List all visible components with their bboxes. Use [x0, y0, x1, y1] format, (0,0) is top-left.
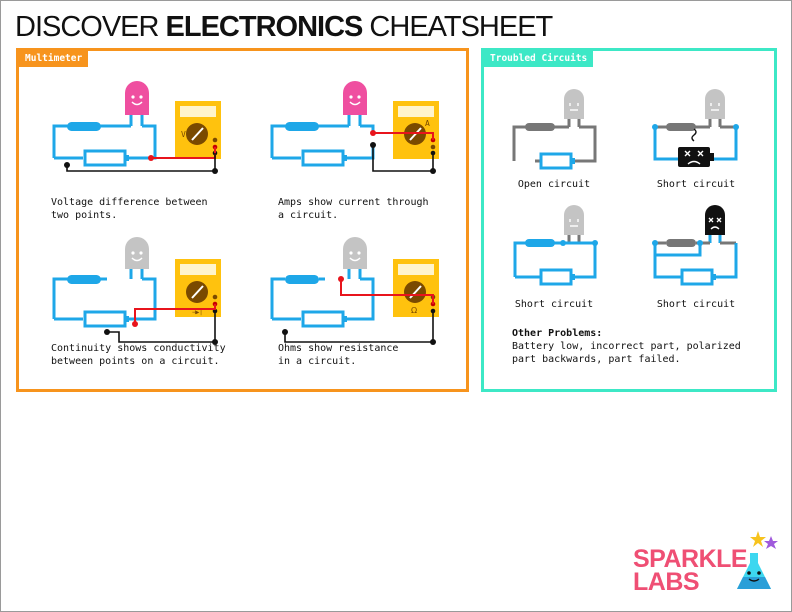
open-circuit-caption: Open circuit [517, 179, 591, 190]
multimeter-panel-label: Multimeter [19, 51, 89, 67]
sad-led-icon [705, 205, 725, 243]
page-title: DISCOVER ELECTRONICS CHEATSHEET [15, 10, 553, 44]
logo-line-1: SPARKLE [633, 545, 748, 573]
amps-caption: Amps show current through a circuit. [278, 197, 429, 221]
battery-icon [539, 268, 575, 286]
short-circuit-caption-3: Short circuit [656, 299, 736, 310]
led-off-icon [705, 89, 725, 127]
battery-icon [301, 310, 347, 328]
continuity-caption: Continuity shows conductivity between po… [51, 343, 226, 367]
continuity-diagram: ⊣▶| [52, 237, 221, 345]
voltage-caption: Voltage difference between two points. [51, 197, 208, 221]
resistor-icon [525, 123, 555, 131]
led-icon [343, 237, 367, 279]
led-off-icon [564, 89, 584, 127]
title-prefix: DISCOVER [15, 11, 166, 43]
resistor-icon [67, 275, 101, 284]
resistor-icon [67, 122, 101, 131]
dead-battery-icon [678, 147, 714, 167]
flask-icon [737, 531, 778, 589]
ohms-caption: Ohms show resistance in a circuit. [278, 343, 399, 367]
battery-icon [301, 149, 347, 167]
resistor-icon [666, 123, 696, 131]
short-circuit-led-diagram [513, 205, 598, 286]
multimeter-icon: Ω [393, 259, 439, 317]
multimeter-icon: A [393, 101, 439, 159]
battery-icon [83, 310, 129, 328]
open-circuit-diagram [512, 89, 597, 170]
battery-icon [83, 149, 129, 167]
amps-diagram: A [270, 81, 439, 174]
short-circuit-resistor-diagram [652, 205, 738, 286]
led-icon [125, 237, 149, 279]
led-icon [125, 81, 149, 126]
resistor-icon [666, 239, 696, 247]
resistor-icon [525, 239, 555, 247]
led-icon [343, 81, 367, 126]
short-circuit-caption-2: Short circuit [514, 299, 594, 310]
ohms-diagram: Ω [270, 237, 439, 345]
other-problems-text: Battery low, incorrect part, polarized p… [512, 341, 741, 365]
dial-symbol: A [425, 119, 430, 128]
short-circuit-battery-diagram [652, 89, 739, 167]
logo-line-2: LABS [633, 568, 700, 596]
battery-icon [680, 268, 716, 286]
multimeter-panel: Multimeter V [16, 48, 469, 392]
troubled-circuits-panel-label: Troubled Circuits [484, 51, 594, 67]
dial-symbol: V [181, 130, 186, 139]
sparkle-labs-logo: SPARKLE LABS [633, 529, 783, 595]
dial-symbol: ⊣▶| [192, 309, 203, 316]
led-off-icon [564, 205, 584, 243]
other-problems-title: Other Problems: [512, 328, 603, 339]
multimeter-icon: V [175, 101, 221, 159]
title-suffix: CHEATSHEET [362, 11, 553, 43]
title-bold: ELECTRONICS [165, 11, 364, 43]
resistor-icon [285, 122, 319, 131]
battery-icon [539, 152, 575, 170]
voltage-diagram: V [52, 81, 221, 174]
multimeter-icon: ⊣▶| [175, 259, 221, 317]
dial-symbol: Ω [411, 306, 417, 315]
short-circuit-caption-1: Short circuit [656, 179, 736, 190]
resistor-icon [285, 275, 319, 284]
troubled-circuits-panel: Troubled Circuits Open circuit [481, 48, 777, 392]
